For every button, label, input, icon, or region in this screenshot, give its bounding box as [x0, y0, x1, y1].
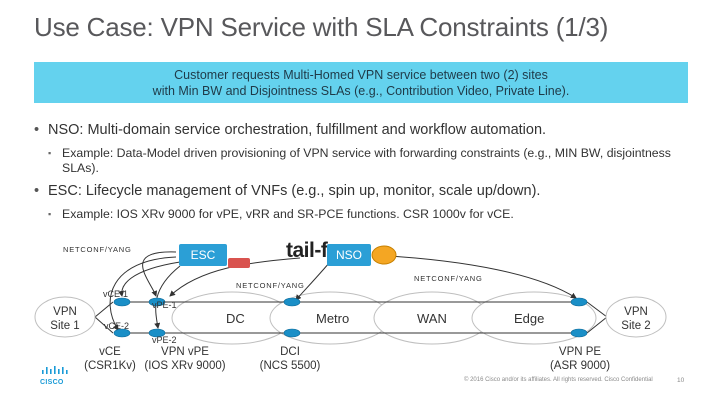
router-vce2-icon: [113, 328, 131, 338]
netconf-label-left: NETCONF/YANG: [63, 245, 132, 254]
bottom-vce-sub: (CSR1Kv): [84, 360, 136, 372]
cisco-logo-icon: [42, 366, 68, 374]
nso-box: NSO: [327, 244, 371, 266]
site1-cloud: [34, 296, 96, 338]
bottom-vpe-sub: (IOS XRv 9000): [144, 360, 226, 372]
router-pe1-icon: [570, 297, 588, 307]
netconf-label-right: NETCONF/YANG: [414, 274, 483, 283]
vpe2-label: vPE-2: [152, 335, 177, 345]
vpn-site2-label-line2: Site 2: [621, 320, 651, 332]
vce2-label: vCE-2: [104, 321, 130, 331]
metro-label: Metro: [316, 311, 350, 326]
bottom-dci-label: DCI: [280, 346, 300, 358]
sub-bullet-nso: ▪ Example: Data-Model driven provisioning…: [48, 146, 692, 176]
netconf-label-mid: NETCONF/YANG: [236, 281, 305, 290]
bullet-dot-icon: •: [34, 122, 40, 138]
bullet-nso-text: NSO: Multi-domain service orchestration,…: [48, 122, 547, 138]
callout-line-1: Customer requests Multi-Homed VPN servic…: [174, 68, 548, 82]
bullet-esc: • ESC: Lifecycle management of VNFs (e.g.…: [34, 183, 540, 199]
esc-box: ESC: [179, 244, 227, 266]
bullet-nso: • NSO: Multi-domain service orchestration…: [34, 122, 546, 138]
sub-bullet-esc-text: Example: IOS XRv 9000 for vPE, vRR and S…: [62, 207, 514, 221]
sub-bullet-dot-icon: ▪: [48, 148, 52, 158]
bottom-dci-sub: (NCS 5500): [259, 360, 321, 372]
bottom-pe-sub: (ASR 9000): [549, 360, 611, 372]
bottom-vce-label: vCE: [99, 346, 121, 358]
router-vpe2-icon: [148, 328, 166, 338]
wan-label: WAN: [417, 311, 447, 326]
tailf-logo: tail-f: [286, 239, 328, 262]
bottom-vpe-label: VPN vPE: [161, 346, 209, 358]
dc-label: DC: [226, 311, 245, 326]
router-dci1-icon: [283, 297, 301, 307]
openstack-icon: [228, 258, 250, 268]
router-dci2-icon: [283, 328, 301, 338]
page-number: 10: [677, 377, 685, 384]
vce1-label: vCE-1: [103, 289, 129, 299]
footer-copyright: © 2016 Cisco and/or its affiliates. All …: [464, 377, 653, 383]
sub-bullet-esc: ▪ Example: IOS XRv 9000 for vPE, vRR and …: [48, 207, 692, 222]
vpe1-label: vPE-1: [152, 300, 177, 310]
vpn-site2-label-line1: VPN: [624, 306, 648, 318]
sub-bullet-dot-icon: ▪: [48, 209, 52, 219]
router-pe2-icon: [570, 328, 588, 338]
callout-line-2: with Min BW and Disjointness SLAs (e.g.,…: [152, 84, 570, 98]
cisco-logo-text: CISCO: [40, 379, 64, 386]
edge-label: Edge: [514, 311, 545, 326]
sub-bullet-nso-text: Example: Data-Model driven provisioning …: [62, 146, 671, 175]
cloud-edge: [471, 291, 597, 345]
yang-icon: [371, 245, 397, 265]
bottom-pe-label: VPN PE: [558, 346, 602, 358]
callout-box: Customer requests Multi-Homed VPN servic…: [34, 62, 688, 103]
bullet-esc-text: ESC: Lifecycle management of VNFs (e.g.,…: [48, 183, 541, 199]
bullet-dot-icon: •: [34, 183, 40, 199]
vpn-site1-label-line2: Site 1: [50, 320, 80, 332]
router-vpe1-icon: [148, 297, 166, 307]
router-vce1-icon: [113, 297, 131, 307]
site2-cloud: [605, 296, 667, 338]
slide-title: Use Case: VPN Service with SLA Constrain…: [34, 12, 609, 42]
vpn-site1-label-line1: VPN: [53, 306, 77, 318]
